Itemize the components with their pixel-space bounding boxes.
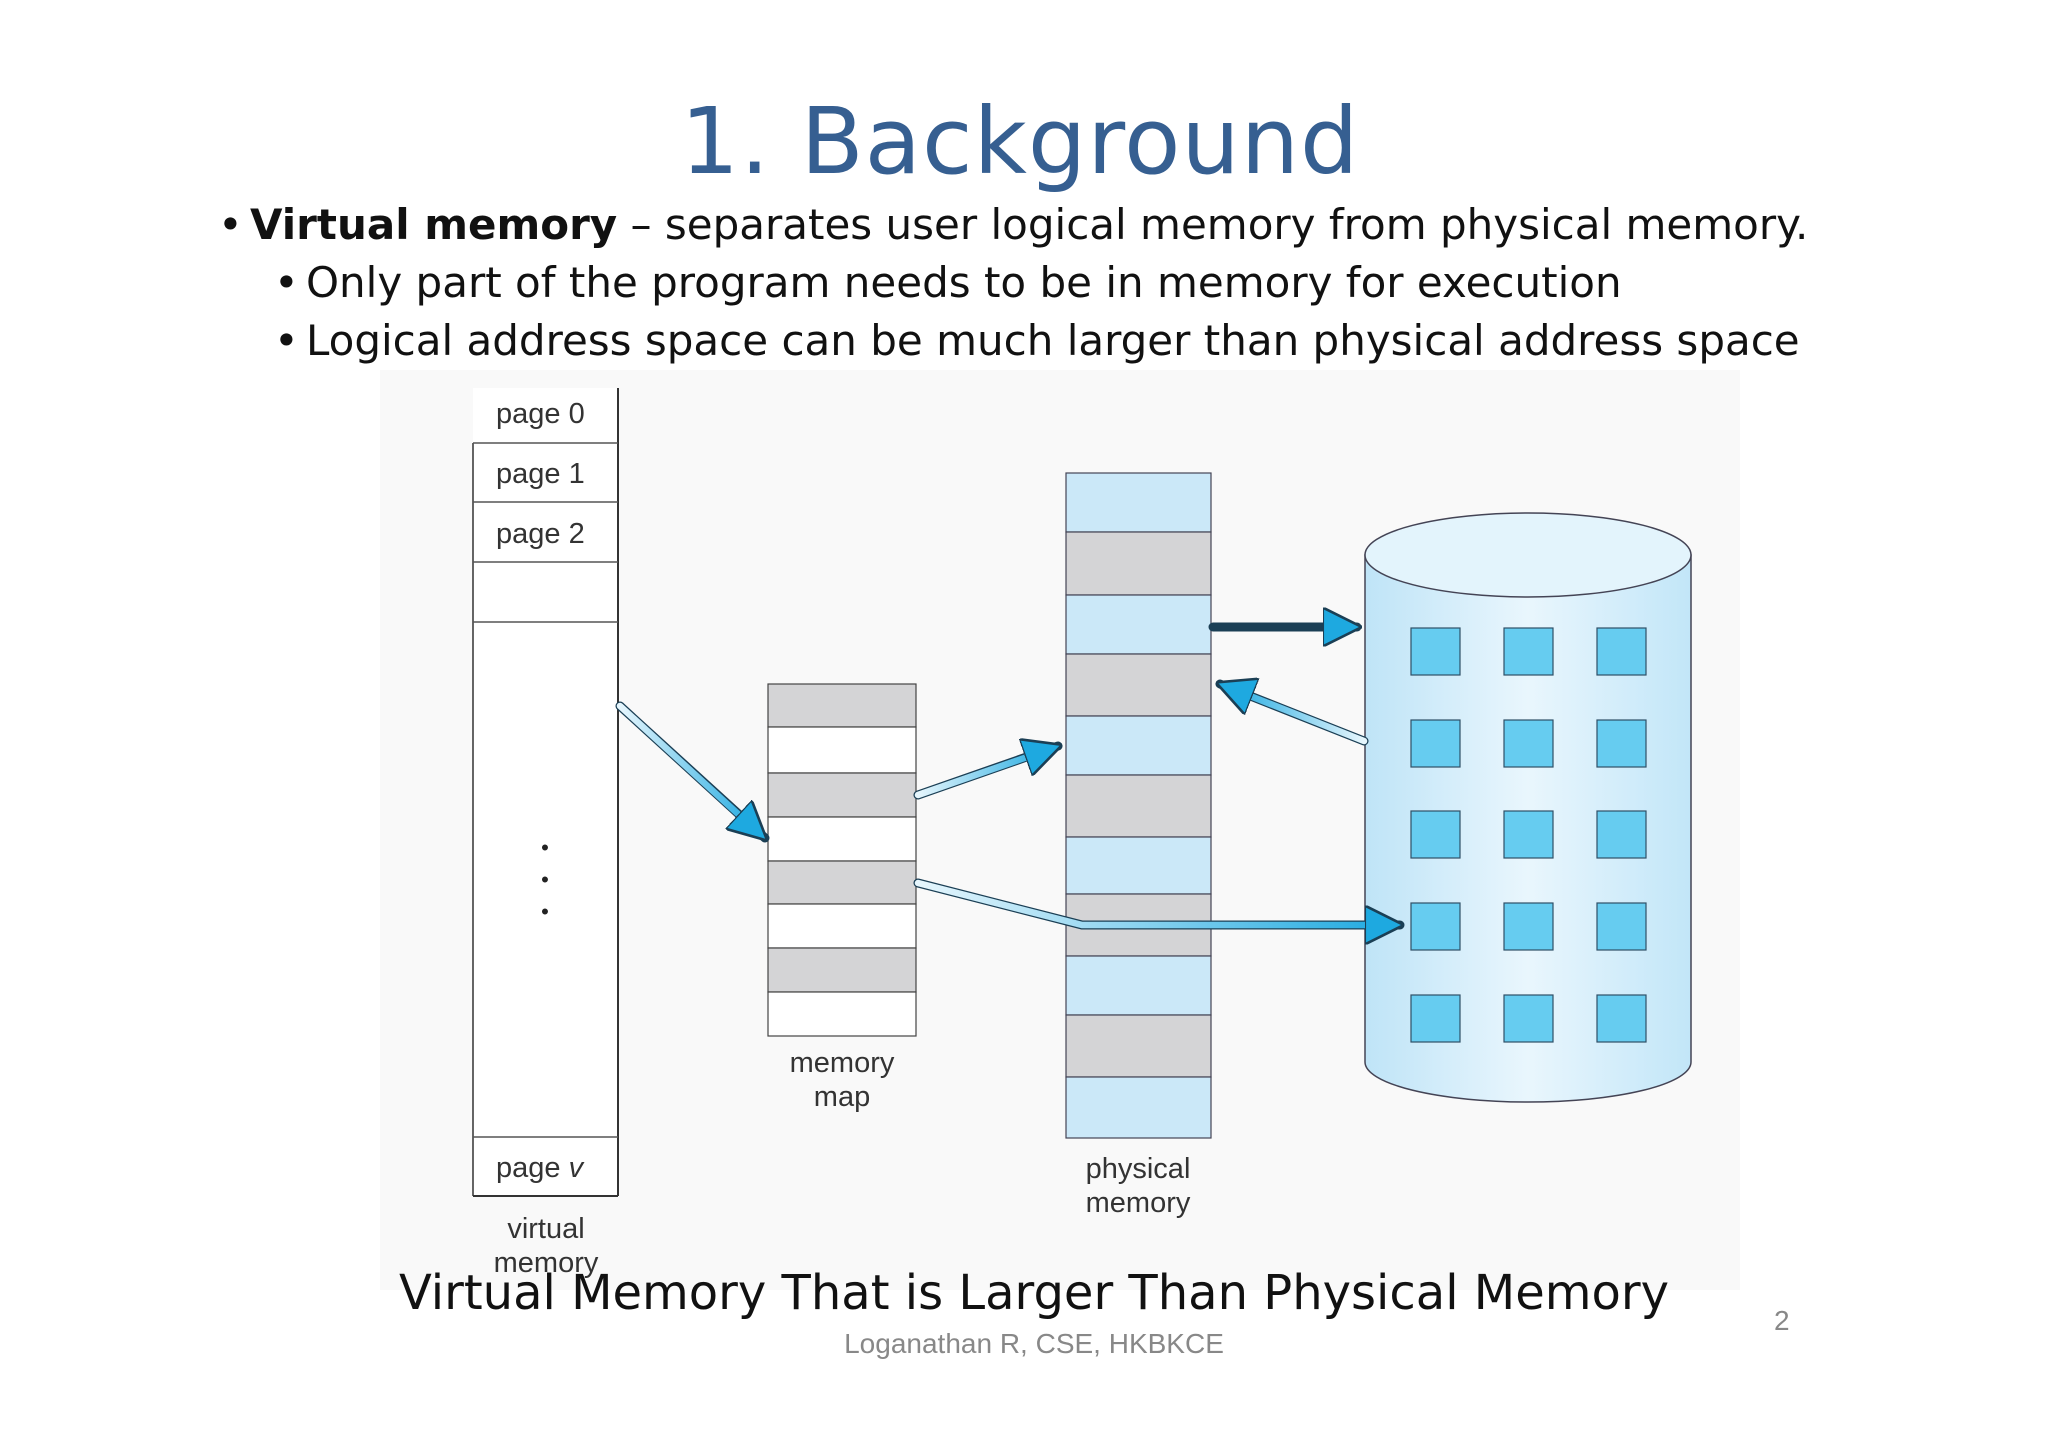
memory-map: memory map <box>767 683 917 1113</box>
slide-title: 1. Background <box>680 88 1360 195</box>
disk-block <box>1410 810 1461 859</box>
memory-map-label-line1: memory <box>790 1047 895 1079</box>
physical-frame-free <box>1065 1076 1212 1139</box>
sub-bullet-2: •Logical address space can be much large… <box>274 316 1800 365</box>
arrow-disk-to-physical <box>1225 686 1368 745</box>
sub-bullet-text: Logical address space can be much larger… <box>306 316 1800 365</box>
physical-frame-free <box>1065 715 1212 776</box>
disk-block <box>1503 994 1554 1043</box>
physical-memory: physical memory <box>1065 472 1212 1219</box>
physical-frame-used <box>1065 653 1212 717</box>
disk-block <box>1503 627 1554 676</box>
page-v-label: page v <box>496 1152 585 1184</box>
backing-store-disk <box>1364 512 1692 1103</box>
virtual-memory-diagram: page 0 page 1 page 2 page v • • • virtua… <box>380 370 1740 1290</box>
memory-map-entry <box>767 947 917 993</box>
physical-memory-label-line1: physical <box>1086 1153 1191 1185</box>
memory-map-entry <box>767 860 917 905</box>
virtual-memory-label-line1: virtual <box>507 1213 584 1245</box>
diagram-svg: page 0 page 1 page 2 page v • • • virtua… <box>472 388 1692 1279</box>
sub-bullet-1: •Only part of the program needs to be in… <box>274 258 1622 307</box>
physical-frame-used <box>1065 774 1212 838</box>
memory-map-entry <box>767 772 917 818</box>
page-v-variable: v <box>569 1152 585 1184</box>
disk-top <box>1364 512 1692 598</box>
arrow-map-to-disk <box>914 879 1394 925</box>
memory-map-label-line2: map <box>814 1081 870 1113</box>
figure-caption: Virtual Memory That is Larger Than Physi… <box>398 1265 1669 1321</box>
disk-block <box>1596 810 1647 859</box>
physical-frame-free <box>1065 836 1212 895</box>
sub-bullet-text: Only part of the program needs to be in … <box>306 258 1622 307</box>
page-0-label: page 0 <box>496 398 585 430</box>
bullet-bold-term: Virtual memory <box>250 200 618 249</box>
mapping-arrows <box>615 627 1405 925</box>
disk-block <box>1410 719 1461 768</box>
physical-frame-free <box>1065 955 1212 1016</box>
disk-block <box>1596 994 1647 1043</box>
physical-frame-used <box>1065 531 1212 596</box>
memory-map-entry <box>767 991 917 1037</box>
bullet-dot: • <box>274 258 299 307</box>
slide-footer: Loganathan R, CSE, HKBKCE <box>844 1328 1224 1359</box>
memory-map-entry <box>767 683 917 728</box>
physical-frame-free <box>1065 472 1212 533</box>
virtual-memory-bg <box>473 388 618 1196</box>
ellipsis-dot: • <box>541 899 549 924</box>
disk-block <box>1410 902 1461 951</box>
physical-frame-used <box>1065 1014 1212 1078</box>
disk-block <box>1596 902 1647 951</box>
disk-block <box>1503 810 1554 859</box>
arrow-map-to-physical <box>914 748 1053 799</box>
page-1-label: page 1 <box>496 458 585 490</box>
bullet-text: – separates user logical memory from phy… <box>617 200 1809 249</box>
ellipsis-dot: • <box>541 835 549 860</box>
bullet-virtual-memory: •Virtual memory – separates user logical… <box>218 200 1808 249</box>
physical-frame-free <box>1065 594 1212 655</box>
ellipsis-dot: • <box>541 867 549 892</box>
virtual-memory-label-line2: memory <box>494 1247 599 1279</box>
disk-block <box>1596 627 1647 676</box>
page-2-label: page 2 <box>496 518 585 550</box>
memory-map-entry <box>767 816 917 862</box>
virtual-memory-column: page 0 page 1 page 2 page v • • • virtua… <box>472 388 619 1279</box>
physical-memory-label-line2: memory <box>1086 1187 1191 1219</box>
disk-block <box>1503 719 1554 768</box>
bullet-dot: • <box>218 200 243 249</box>
page-v-prefix: page <box>496 1152 569 1184</box>
memory-map-entry <box>767 726 917 774</box>
disk-block <box>1596 719 1647 768</box>
disk-block <box>1503 902 1554 951</box>
disk-blocks <box>1410 627 1647 1043</box>
bullet-dot: • <box>274 316 299 365</box>
arrow-virtual-to-map <box>616 702 760 834</box>
memory-map-entry <box>767 903 917 949</box>
disk-block <box>1410 994 1461 1043</box>
page-number: 2 <box>1774 1305 1790 1336</box>
disk-block <box>1410 627 1461 676</box>
